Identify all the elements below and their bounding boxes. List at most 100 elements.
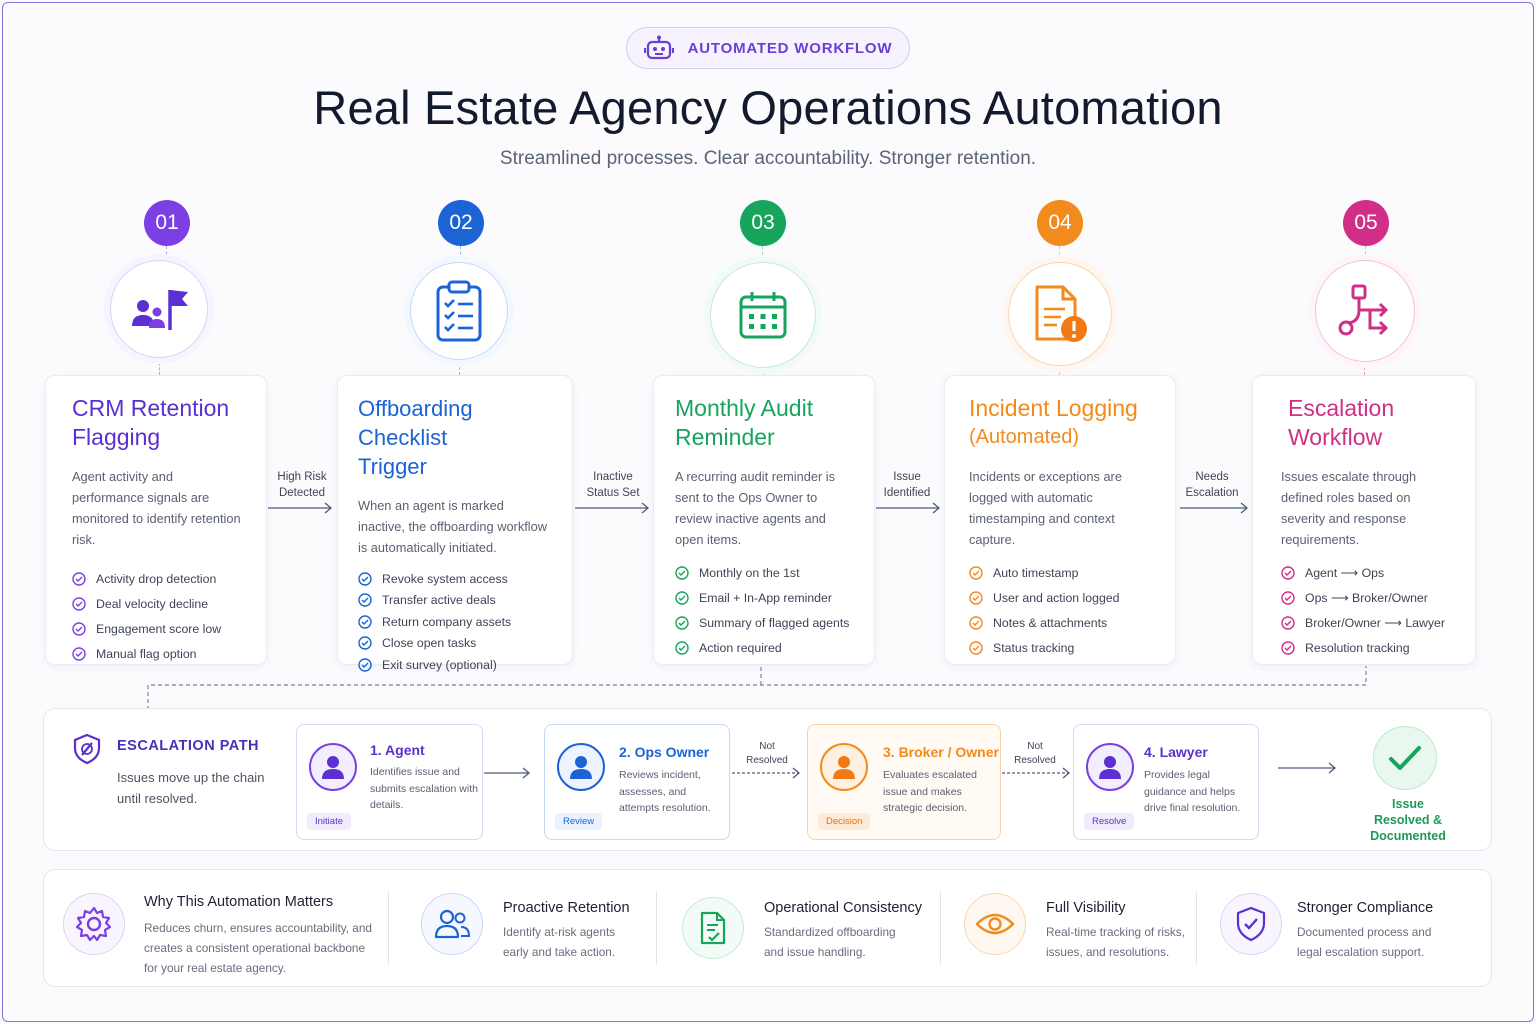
benefit-description-line: early and take action. [503, 945, 616, 959]
list-item: User and action logged [969, 585, 1151, 610]
list-item-label: Activity drop detection [96, 571, 217, 586]
card-title-line: Incident Logging [969, 395, 1138, 421]
benefit-title: Stronger Compliance [1297, 900, 1434, 916]
role-description: Evaluates escalated issue and makes stra… [883, 769, 977, 814]
check-circle-icon [969, 590, 983, 605]
list-item-label: Deal velocity decline [96, 596, 209, 611]
benefit-title: Proactive Retention [503, 900, 630, 916]
card-description: Agent activity and performance signals a… [72, 469, 241, 547]
role-card-broker-owner: 3. Broker / Owner Evaluates escalated is… [807, 724, 1001, 840]
list-item-label: Return company assets [382, 614, 512, 629]
check-circle-icon [358, 636, 372, 650]
list-item-label: Transfer active deals [382, 593, 496, 608]
list-item: Status tracking [969, 635, 1151, 660]
branch-flow-icon [1338, 284, 1389, 336]
resolved-label: Issue Resolved & Documented [1360, 796, 1456, 844]
list-item-label: Summary of flagged agents [699, 615, 850, 630]
role-card-lawyer: 4. Lawyer Provides legal guidance and he… [1073, 724, 1259, 840]
check-circle-icon [72, 596, 86, 611]
escalation-path-description: Issues move up the chain until resolved. [117, 770, 265, 806]
resolved-check-circle [1373, 726, 1437, 790]
step-number-2: 02 [438, 200, 484, 246]
check-circle-icon [358, 615, 372, 629]
benefit-description-line: Standardized offboarding [764, 925, 896, 939]
connector-line [159, 358, 160, 375]
clipboard-checklist-icon [436, 280, 482, 342]
eye-icon [975, 913, 1015, 935]
list-item: Resolution tracking [1281, 635, 1451, 660]
list-item-label: Manual flag option [96, 646, 197, 661]
step-icon-circle-3 [710, 262, 816, 368]
benefit-description: Reduces churn, ensures accountability, a… [144, 918, 372, 978]
connector-line [460, 246, 461, 260]
benefit-description: Identify at-risk agents early and take a… [503, 922, 615, 962]
connector-label-line: Resolved [746, 755, 788, 766]
check-circle-icon [1281, 590, 1295, 605]
avatar [1086, 743, 1134, 791]
check-circle-icon [358, 572, 372, 586]
connector-line [459, 362, 460, 375]
arrow-right-icon [1278, 762, 1337, 774]
card-checklist: Agent ⟶ Ops Ops ⟶ Broker/Owner Broker/Ow… [1281, 560, 1451, 660]
list-item: Notes & attachments [969, 610, 1151, 635]
check-circle-icon [72, 646, 86, 661]
connector-line [1364, 362, 1365, 375]
checkmark-icon [1389, 746, 1421, 770]
step-number-1: 01 [144, 200, 190, 246]
check-circle-icon [1281, 640, 1295, 655]
escalation-path-title: ESCALATION PATH [117, 738, 260, 754]
connector-label-line: Not [1027, 741, 1043, 752]
connector-line [1365, 246, 1366, 260]
page-title: Real Estate Agency Operations Automation [313, 81, 1223, 134]
step-number-3: 03 [740, 200, 786, 246]
benefit-description-line: for your real estate agency. [144, 961, 287, 975]
benefit-icon-circle [964, 893, 1026, 955]
step-icon-circle-4 [1008, 262, 1112, 366]
benefit-icon-circle [682, 897, 744, 959]
list-item: Auto timestamp [969, 560, 1151, 585]
benefit-description-line: Documented process and [1297, 925, 1432, 939]
check-circle-icon [72, 621, 86, 636]
card-description: A recurring audit reminder is sent to th… [675, 469, 836, 547]
card-title: Escalation Workflow [1281, 394, 1451, 452]
role-description: Reviews incident, assesses, and attempts… [619, 769, 711, 814]
list-item-label: Notes & attachments [993, 615, 1108, 630]
list-item: Action required [675, 635, 850, 660]
step-icon-circle-5 [1315, 260, 1415, 362]
connector-label-line: Issue [893, 471, 921, 483]
divider [940, 892, 941, 964]
card-title-line: Workflow [1288, 424, 1383, 450]
gear-icon [75, 906, 112, 942]
not-resolved-label-1: Not Resolved [740, 740, 794, 768]
card-title-line: Escalation [1288, 395, 1395, 421]
arrow-right-icon [484, 767, 531, 779]
card-title: CRM Retention Flagging [72, 394, 242, 452]
avatar [820, 743, 868, 791]
connector-label-line: Status Set [586, 487, 640, 499]
list-item-label: Close open tasks [382, 636, 477, 651]
card-title-line: Monthly Audit [675, 395, 814, 421]
card-title: Offboarding Checklist Trigger [358, 394, 548, 481]
benefit-icon-circle [421, 893, 483, 955]
list-item-label: Revoke system access [382, 571, 508, 586]
benefit-icon-circle [63, 893, 125, 955]
list-item: Deal velocity decline [72, 591, 242, 616]
list-item-label: User and action logged [993, 590, 1120, 605]
person-icon [833, 756, 855, 779]
check-circle-icon [1281, 565, 1295, 580]
step-card-1: CRM Retention Flagging Agent activity an… [45, 375, 267, 665]
check-circle-icon [969, 615, 983, 630]
list-item: Broker/Owner ⟶ Lawyer [1281, 610, 1451, 635]
arrow-right-icon [1180, 502, 1249, 514]
escalation-bracket-line [147, 666, 1367, 710]
connector-label-line: Inactive [593, 471, 633, 483]
card-title: Incident Logging (Automated) [969, 394, 1151, 452]
list-item: Agent ⟶ Ops [1281, 560, 1451, 585]
step-icon-circle-2 [410, 262, 508, 360]
list-item: Return company assets [358, 611, 548, 633]
list-item: Activity drop detection [72, 566, 242, 591]
benefit-description-line: Reduces churn, ensures accountability, a… [144, 921, 372, 935]
check-circle-icon [675, 565, 689, 580]
role-tag: Review [555, 813, 603, 830]
